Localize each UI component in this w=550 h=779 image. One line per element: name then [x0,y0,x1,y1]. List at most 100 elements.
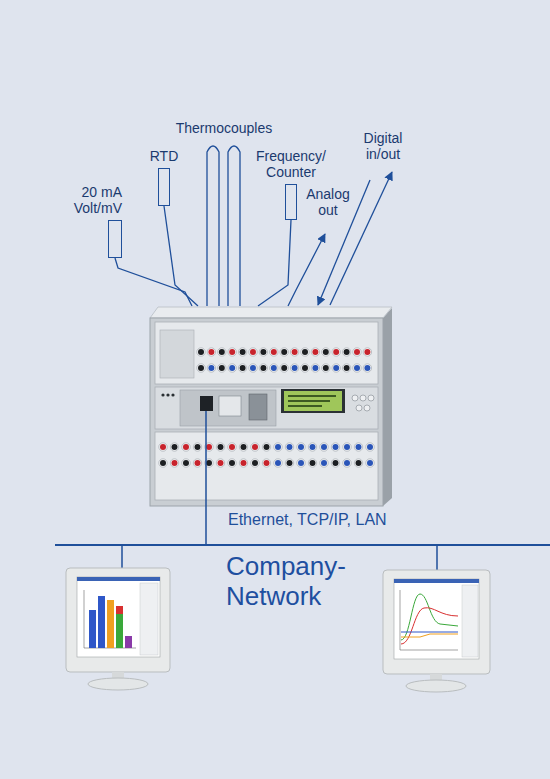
socket [363,364,371,372]
bar [116,606,123,614]
socket [343,443,351,451]
socket [308,443,316,451]
network-bus [55,544,550,546]
socket [297,459,305,467]
sensor-label: 20 mA Volt/mV [52,184,122,216]
socket [238,364,246,372]
socket [290,364,298,372]
signal-label: Digital in/out [353,130,413,162]
socket [170,443,178,451]
housing-top [150,307,392,318]
sensor-element [285,184,297,220]
socket [259,348,267,356]
socket [363,348,371,356]
sensor-symbol: RTD [134,148,194,206]
socket-panel [155,322,378,384]
title-bar [394,579,479,583]
socket [322,348,330,356]
socket [249,364,257,372]
wire [258,220,291,306]
socket [228,459,236,467]
sensor-label: RTD [150,148,179,164]
socket [207,364,215,372]
socket [285,459,293,467]
housing-side [383,308,392,506]
data-logger-device [150,307,392,506]
socket [197,364,205,372]
socket [239,443,247,451]
socket [228,443,236,451]
socket [342,348,350,356]
trend-line [401,632,458,633]
thermocouple-wire [207,146,219,306]
socket [301,348,309,356]
socket [270,364,278,372]
status-leds [161,393,174,396]
sensor-element [158,168,170,206]
socket [216,443,224,451]
housing-front [150,318,383,506]
socket [354,459,362,467]
socket [274,459,282,467]
output-arrow [288,234,325,306]
socket [251,443,259,451]
lcd-display [284,391,342,411]
socket [280,348,288,356]
socket [311,348,319,356]
socket [331,443,339,451]
chart-axis [84,590,85,648]
signal-label: Thermocouples [169,120,279,136]
bar [107,600,114,648]
bar [125,636,132,648]
socket [342,364,350,372]
module-face [180,390,276,426]
network-drop [121,545,123,568]
socket [301,364,309,372]
chart-axis [400,650,458,651]
lcd-rows [288,395,336,407]
socket [353,364,361,372]
monitor-screen [77,577,160,657]
trend-line [401,634,458,637]
socket-panel [155,432,378,500]
socket [170,459,178,467]
bar [89,610,96,648]
serial-port [249,394,267,420]
socket [238,348,246,356]
bar [98,596,105,648]
socket [193,443,201,451]
socket [239,459,247,467]
monitor-base [406,680,466,692]
trend-line [401,594,458,640]
chart-axis [400,590,401,650]
socket [366,459,374,467]
sensor-wires [115,146,392,306]
socket [182,459,190,467]
network-label: Company- Network [226,552,366,612]
side-panel [140,583,158,655]
socket [311,364,319,372]
wire [115,258,192,306]
monitor-left [66,568,170,690]
wire [164,206,198,306]
sensor-symbol: 20 mA Volt/mV [52,184,122,258]
socket [193,459,201,467]
socket [259,364,267,372]
socket [197,348,205,356]
socket [216,459,224,467]
socket [320,459,328,467]
socket [331,459,339,467]
socket [228,348,236,356]
side-panel [462,585,478,657]
monitor-bezel [66,568,170,672]
sensor-element [108,220,122,258]
socket [262,443,270,451]
monitor-right [383,570,490,692]
socket [159,459,167,467]
socket [297,443,305,451]
socket [280,364,288,372]
socket [354,443,362,451]
signal-label: Analog out [298,186,358,218]
